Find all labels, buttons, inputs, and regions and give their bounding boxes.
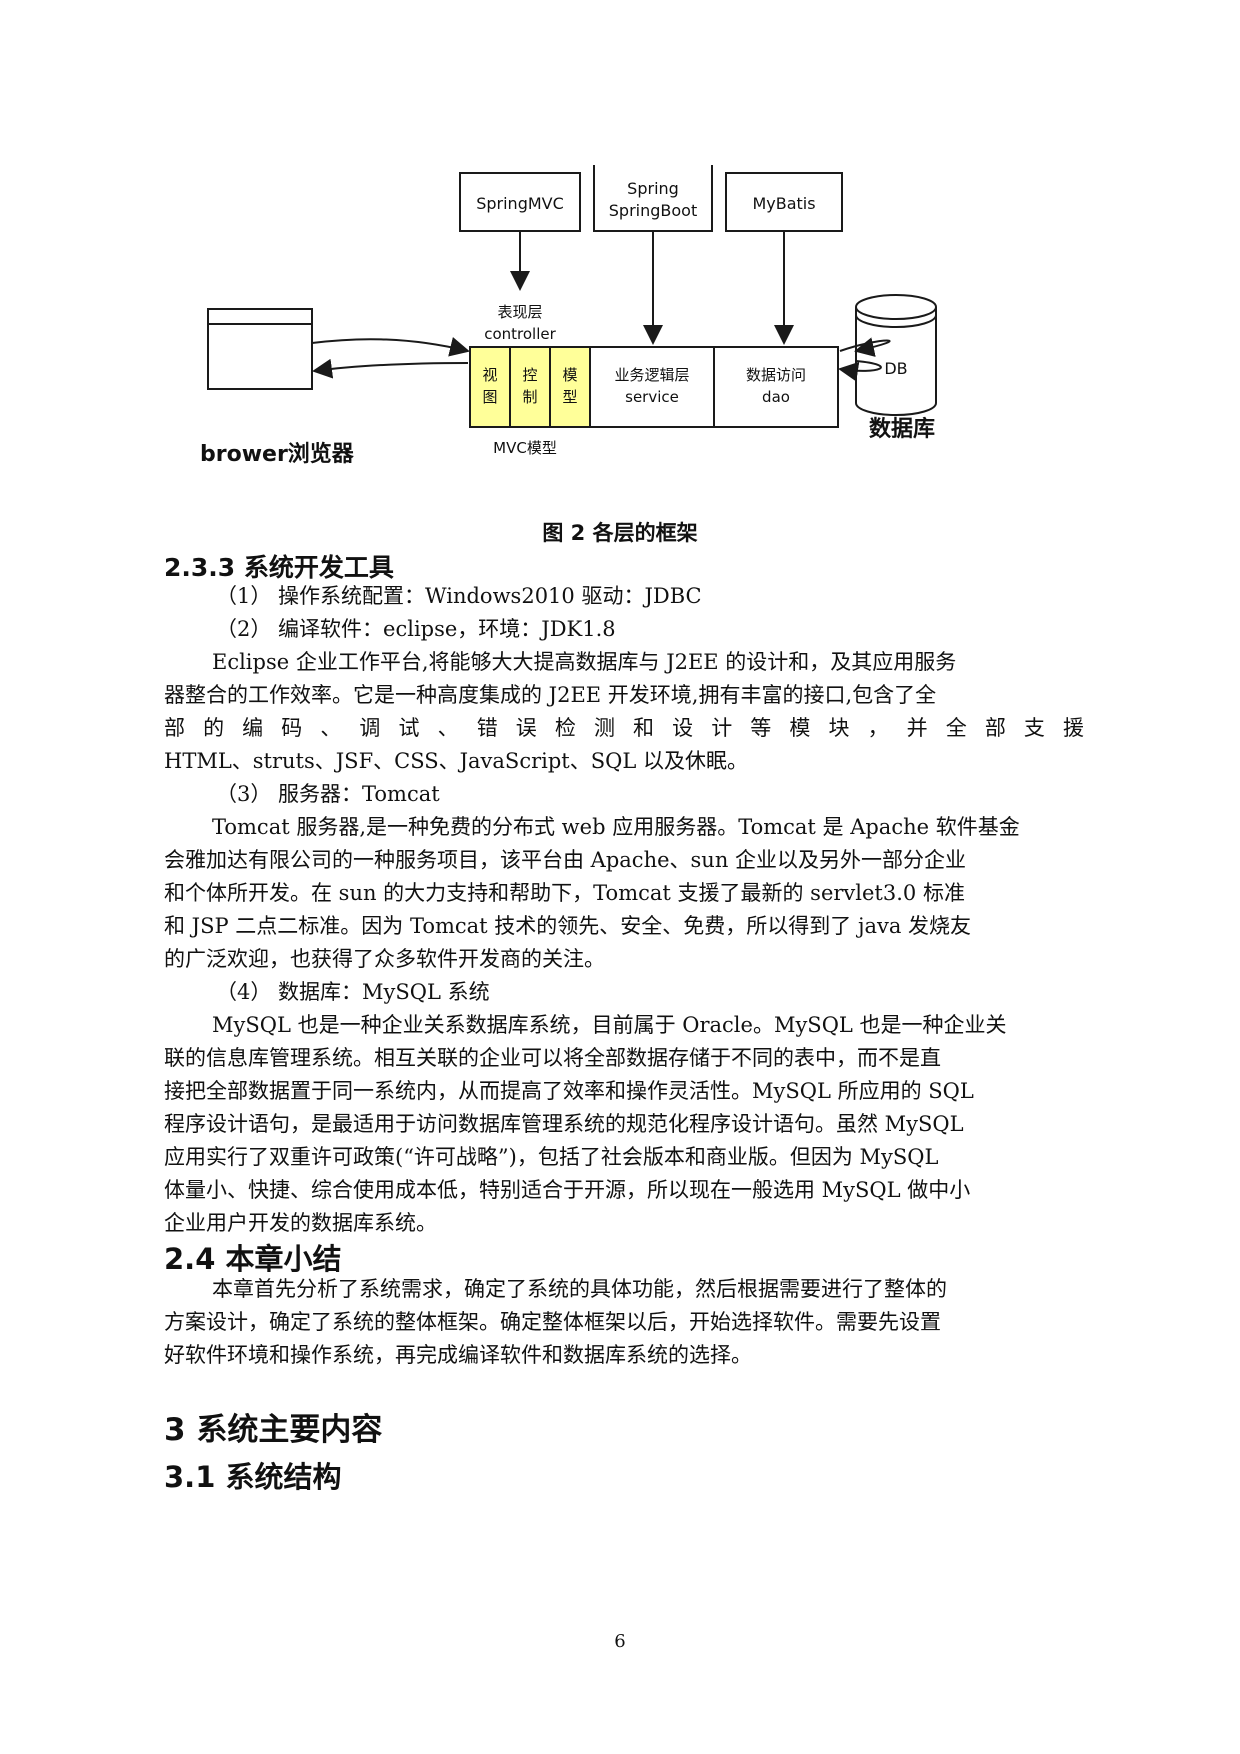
paragraph-line: 程序设计语句，是最适用于访问数据库管理系统的规范化程序设计语句。虽然 MySQL [164,1112,964,1136]
paragraph-line: 会雅加达有限公司的一种服务项目，该平台由 Apache、sun 企业以及另外一部… [164,848,967,872]
list-item-1: （1） 操作系统配置：Windows2010 驱动：JDBC [216,584,702,608]
paragraph-line: 和 JSP 二点二标准。因为 Tomcat 技术的领先、安全、免费，所以得到了 … [164,914,972,938]
mvc-view-cell [469,346,511,428]
arrow-dao-to-database [838,352,854,359]
paragraph-line: 器整合的工作效率。它是一种高度集成的 J2EE 开发环境,拥有丰富的接口,包含了… [164,683,937,707]
figure-caption: 图 2 各层的框架 [542,521,698,545]
arrow-browser-to-mvc [311,337,470,357]
dao-db-link-top [839,337,891,357]
section-heading-2-4: 2.4 本章小结 [164,1242,342,1276]
dao-label-cn: 数据访问 [746,366,806,384]
section-heading-2-3-3: 2.3.3 系统开发工具 [164,553,394,582]
paragraph-line: 部 的 编 码 、 调 试 、 错 误 检 测 和 设 计 等 模 块 ， 并 … [164,716,1084,740]
paragraph-line: 企业用户开发的数据库系统。 [164,1211,437,1235]
springboot-label: SpringBoot [609,201,697,220]
paragraph-line: Tomcat 服务器,是一种免费的分布式 web 应用服务器。Tomcat 是 … [212,815,1020,839]
paragraph-line: 应用实行了双重许可政策(“许可战略”)，包括了社会版本和商业版。但因为 MySQ… [164,1145,939,1169]
list-item-4: （4） 数据库：MySQL 系统 [216,980,490,1004]
arrow-db-dao-1 [840,356,855,361]
paragraph-line: 本章首先分析了系统需求，确定了系统的具体功能，然后根据需要进行了整体的 [212,1277,947,1301]
db-dao-link-bottom [838,360,882,382]
db-text: DB [884,359,907,378]
service-label-cn: 业务逻辑层 [614,366,689,384]
arrow-dao-db [840,356,854,361]
paragraph-line: 接把全部数据置于同一系统内，从而提高了效率和操作灵活性。MySQL 所应用的 S… [164,1079,974,1103]
browser-window [207,308,313,390]
arrow-mvc-to-browser [312,358,469,379]
mybatis-label: MyBatis [752,194,815,213]
mybatis-box [725,172,843,232]
mvc-controller-cell [509,346,551,428]
springmvc-label: SpringMVC [476,194,564,213]
paragraph-line: Eclipse 企业工作平台,将能够大大提高数据库与 J2EE 的设计和，及其应… [212,650,957,674]
paragraph-line: 联的信息库管理系统。相互关联的企业可以将全部数据存储于不同的表中，而不是直 [164,1046,941,1070]
service-box [589,346,715,428]
controller-label-en: controller [484,325,556,343]
page-number: 6 [614,1631,626,1652]
dao-to-db-arrow [840,351,854,357]
paragraph-line: MySQL 也是一种企业关系数据库系统，目前属于 Oracle。MySQL 也是… [212,1013,1007,1037]
paragraph-line: 的广泛欢迎，也获得了众多软件开发商的关注。 [164,947,605,971]
mvc-cell-text: 控 [522,366,537,384]
db-label: 数据库 [869,416,935,442]
chapter-heading-3: 3 系统主要内容 [164,1412,383,1448]
mvc-cell-text: 图 [482,388,497,406]
diagram-svg: SpringMVC Spring SpringBoot MyBatis 表现层 … [200,165,937,467]
framework-diagram: SpringMVC Spring SpringBoot MyBatis 表现层 … [200,165,1080,505]
paragraph-line: 方案设计，确定了系统的整体框架。确定整体框架以后，开始选择软件。需要先设置 [164,1310,941,1334]
db-cylinder [855,307,937,416]
controller-label-cn: 表现层 [497,303,542,321]
mvc-cell-text: 制 [522,388,537,406]
spring-label: Spring [627,179,679,198]
paragraph-line: HTML、struts、JSF、CSS、JavaScript、SQL 以及休眠。 [164,749,748,773]
mvc-model-cell [549,346,591,428]
list-item-2: （2） 编译软件：eclipse，环境：JDK1.8 [216,617,616,641]
browser-label: brower浏览器 [200,441,355,467]
list-item-3: （3） 服务器：Tomcat [216,782,440,806]
spring-box [593,165,713,232]
dao-db-forward [840,351,857,359]
db-ring [855,314,937,328]
db-top [855,294,937,320]
springmvc-box [459,172,581,232]
mvc-cell-text: 模 [562,366,577,384]
service-label-en: service [625,388,679,406]
dao-label-en: dao [762,388,790,406]
mvc-cell-text: 型 [562,388,577,406]
dao-box [713,346,839,428]
section-heading-3-1: 3.1 系统结构 [164,1460,342,1494]
paragraph-line: 和个体所开发。在 sun 的大力支持和帮助下，Tomcat 支援了最新的 ser… [164,881,965,905]
mvc-model-label: MVC模型 [493,439,557,457]
paragraph-line: 体量小、快捷、综合使用成本低，特别适合于开源，所以现在一般选用 MySQL 做中… [164,1178,971,1202]
paragraph-line: 好软件环境和操作系统，再完成编译软件和数据库系统的选择。 [164,1343,752,1367]
mvc-cell-text: 视 [482,366,497,384]
